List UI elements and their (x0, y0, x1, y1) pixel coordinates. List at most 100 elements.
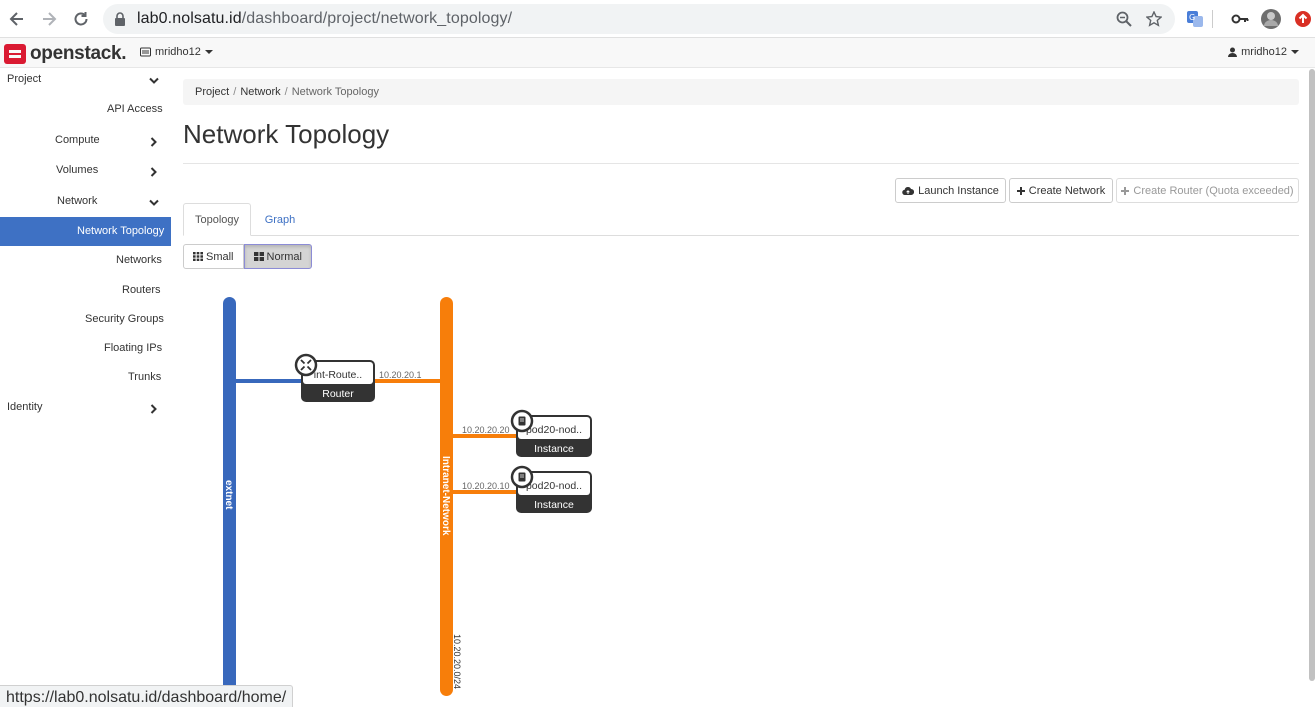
page-scrollbar[interactable] (1309, 69, 1315, 681)
sidebar-item-networks[interactable]: Networks (116, 254, 162, 266)
instance-node[interactable]: pod20-nod.. Instance (510, 409, 592, 457)
instance-node-body (518, 417, 590, 439)
server-icon (140, 47, 151, 57)
breadcrumb-project[interactable]: Project (195, 86, 230, 98)
toolbar-divider (1212, 10, 1213, 28)
sidebar-item-identity[interactable]: Identity (7, 401, 43, 413)
breadcrumb-current: Network Topology (291, 86, 379, 98)
plus-icon (1121, 186, 1130, 195)
user-menu[interactable]: mridho12 (1228, 46, 1299, 58)
browser-toolbar: lab0.nolsatu.id/dashboard/project/networ… (0, 0, 1315, 38)
launch-instance-button[interactable]: Launch Instance (895, 178, 1006, 203)
bookmark-star-icon[interactable] (1146, 11, 1162, 27)
forward-arrow-icon (43, 12, 57, 26)
update-icon[interactable] (1292, 8, 1314, 30)
chevron-right-icon[interactable] (148, 136, 160, 148)
breadcrumb-separator: / (284, 86, 288, 98)
router-icon (294, 353, 318, 377)
breadcrumb-network[interactable]: Network (240, 86, 281, 98)
tab-topology[interactable]: Topology (183, 203, 251, 236)
router-node-body (303, 362, 373, 384)
project-name: mridho12 (155, 46, 201, 58)
chevron-down-icon (204, 50, 213, 54)
sidebar-item-api-access[interactable]: API Access (107, 103, 163, 115)
router-ip-label: 10.20.20.1 (379, 370, 422, 380)
instance-name: pod20-nod.. (526, 424, 582, 436)
svg-text:G: G (1189, 13, 1195, 22)
intranet-cidr-label: 10.20.20.0/24 (452, 634, 462, 689)
reload-button[interactable] (70, 8, 92, 30)
sidebar-item-volumes[interactable]: Volumes (56, 164, 99, 176)
cloud-upload-icon (902, 186, 915, 195)
forward-button[interactable] (38, 8, 60, 30)
sidebar-item-floating-ips[interactable]: Floating IPs (104, 342, 163, 354)
sidebar-item-compute[interactable]: Compute (55, 134, 100, 146)
create-router-button[interactable]: Create Router (Quota exceeded) (1116, 178, 1299, 203)
instance-type-label: Instance (534, 499, 574, 511)
logo-text: openstack. (30, 43, 127, 64)
sidebar-item-trunks[interactable]: Trunks (128, 371, 162, 383)
instance-type-label: Instance (534, 443, 574, 455)
server-icon-lines (520, 418, 524, 422)
intranet-network-bar[interactable] (440, 297, 453, 696)
view-size-toggle: Small Normal (183, 244, 312, 269)
lock-icon (115, 12, 125, 26)
status-bar-url: https://lab0.nolsatu.id/dashboard/home/ (0, 685, 294, 707)
create-router-label: Create Router (Quota exceeded) (1133, 184, 1294, 197)
back-button[interactable] (6, 8, 28, 30)
instance-ip-label: 10.20.20.20 (462, 425, 510, 435)
server-icon-lines (520, 474, 524, 478)
extnet-network-label: extnet (223, 480, 234, 510)
openstack-logo[interactable]: openstack. (4, 43, 127, 65)
intranet-network-label: Intranet-Network (440, 456, 451, 536)
chevron-down-icon[interactable] (148, 75, 160, 87)
zoom-icon[interactable] (1116, 11, 1132, 27)
profile-avatar-icon[interactable] (1260, 8, 1282, 30)
sidebar-item-project[interactable]: Project (7, 73, 42, 85)
chevron-down-icon[interactable] (148, 197, 160, 209)
address-bar[interactable]: lab0.nolsatu.id/dashboard/project/networ… (103, 4, 1175, 34)
user-icon (1228, 47, 1238, 57)
router-type-label: Router (322, 388, 354, 400)
url-text: lab0.nolsatu.id/dashboard/project/networ… (137, 10, 513, 27)
launch-instance-label: Launch Instance (918, 184, 999, 197)
chevron-right-icon[interactable] (148, 403, 160, 415)
small-view-label: Small (206, 250, 234, 263)
small-view-button[interactable]: Small (183, 244, 244, 269)
key-icon[interactable] (1229, 8, 1251, 30)
sidebar-item-network-topology[interactable]: Network Topology (77, 225, 165, 237)
network-topology-canvas: extnet Intranet-Network 10.20.20.0/24 in… (223, 297, 592, 702)
title-divider (183, 163, 1299, 164)
instance-node-body (518, 473, 590, 495)
tab-bar-rule (183, 235, 1299, 236)
page-title: Network Topology (183, 119, 390, 149)
extnet-network-bar[interactable] (223, 297, 236, 702)
normal-view-button[interactable]: Normal (243, 244, 312, 269)
instance-node[interactable]: pod20-nod.. Instance (510, 465, 592, 513)
router-arrows-icon (300, 359, 312, 371)
sidebar-item-network[interactable]: Network (57, 195, 98, 207)
sidebar-active-highlight (0, 217, 171, 246)
breadcrumb: Project / Network / Network Topology (183, 79, 1299, 105)
router-node[interactable]: int-Route.. Router (294, 353, 375, 402)
openstack-logo-icon (4, 44, 26, 64)
instance-name: pod20-nod.. (526, 480, 582, 492)
user-name: mridho12 (1241, 46, 1287, 58)
translate-extension-icon[interactable]: G (1184, 8, 1206, 30)
back-arrow-icon (9, 12, 23, 26)
chevron-right-icon[interactable] (148, 166, 160, 178)
plus-icon (1016, 186, 1025, 195)
chevron-down-icon (1291, 50, 1299, 54)
project-selector[interactable]: mridho12 (140, 46, 213, 58)
sidebar-item-routers[interactable]: Routers (122, 284, 161, 296)
create-network-button[interactable]: Create Network (1009, 178, 1113, 203)
create-network-label: Create Network (1028, 184, 1106, 197)
reload-icon (74, 12, 88, 26)
sidebar-item-security-groups[interactable]: Security Groups (85, 313, 164, 325)
instance-ip-label: 10.20.20.10 (462, 481, 510, 491)
sidebar: Project API Access Compute Volumes Netwo… (0, 69, 171, 707)
breadcrumb-separator: / (233, 86, 237, 98)
tab-graph[interactable]: Graph (264, 213, 296, 226)
normal-view-label: Normal (266, 250, 302, 263)
grid-large-icon (253, 252, 264, 261)
